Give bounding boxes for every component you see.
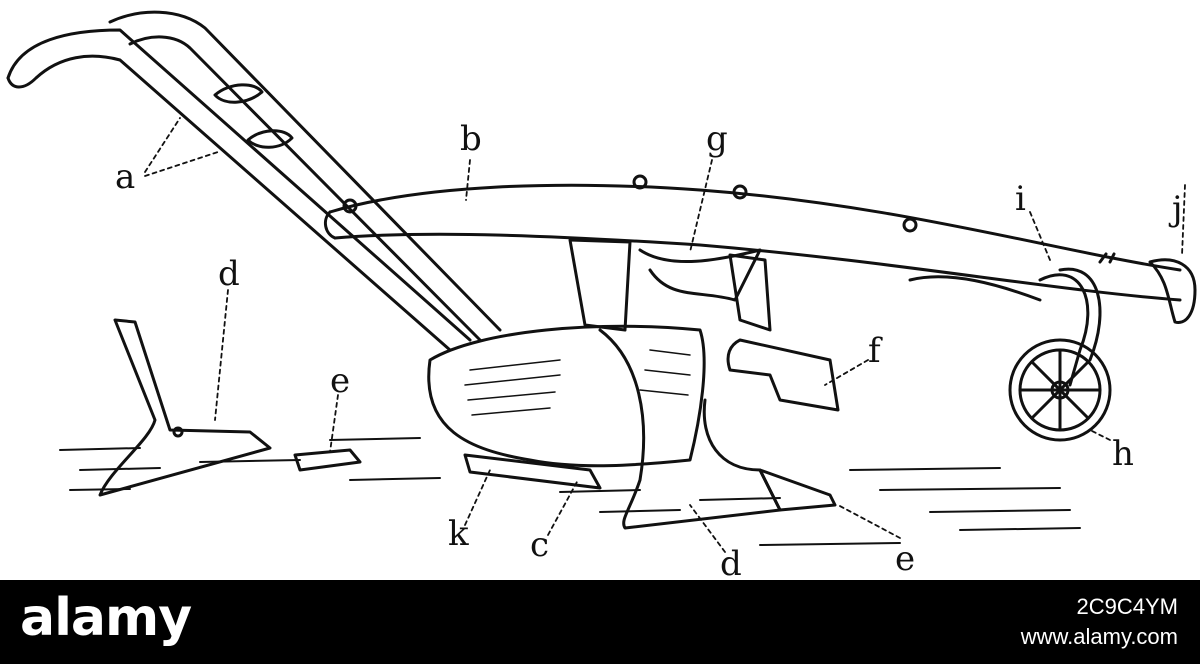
part-labels: a b g i j f h d e k c d e: [115, 119, 1183, 580]
label-j: j: [1168, 189, 1183, 229]
plow-handles: [6, 10, 502, 352]
label-e: e: [330, 361, 350, 401]
label-e-lower: e: [895, 539, 915, 579]
label-g: g: [706, 119, 728, 159]
gauge-wheel: [908, 267, 1112, 442]
label-a: a: [115, 157, 135, 197]
label-h: h: [1112, 434, 1134, 474]
moldboard: [427, 324, 837, 530]
brand-logo: alamy: [20, 588, 192, 648]
site-url: www.alamy.com: [1020, 624, 1178, 649]
label-b: b: [460, 119, 482, 159]
plow-beam: [323, 174, 1197, 324]
label-d: d: [218, 254, 240, 294]
leader-lines: [144, 117, 1186, 553]
coulter-assembly: [568, 238, 840, 412]
label-k: k: [448, 514, 469, 554]
label-c: c: [530, 525, 549, 565]
label-i: i: [1015, 179, 1026, 219]
ground-lines: [59, 437, 1081, 546]
label-d-lower: d: [720, 544, 742, 580]
label-f: f: [868, 331, 883, 371]
watermark-footer: alamy 2C9C4YM www.alamy.com: [0, 580, 1200, 664]
detached-parts: [98, 318, 362, 497]
plow-illustration: a b g i j f h d e k c d e: [6, 10, 1197, 580]
image-id: 2C9C4YM: [1076, 594, 1178, 619]
